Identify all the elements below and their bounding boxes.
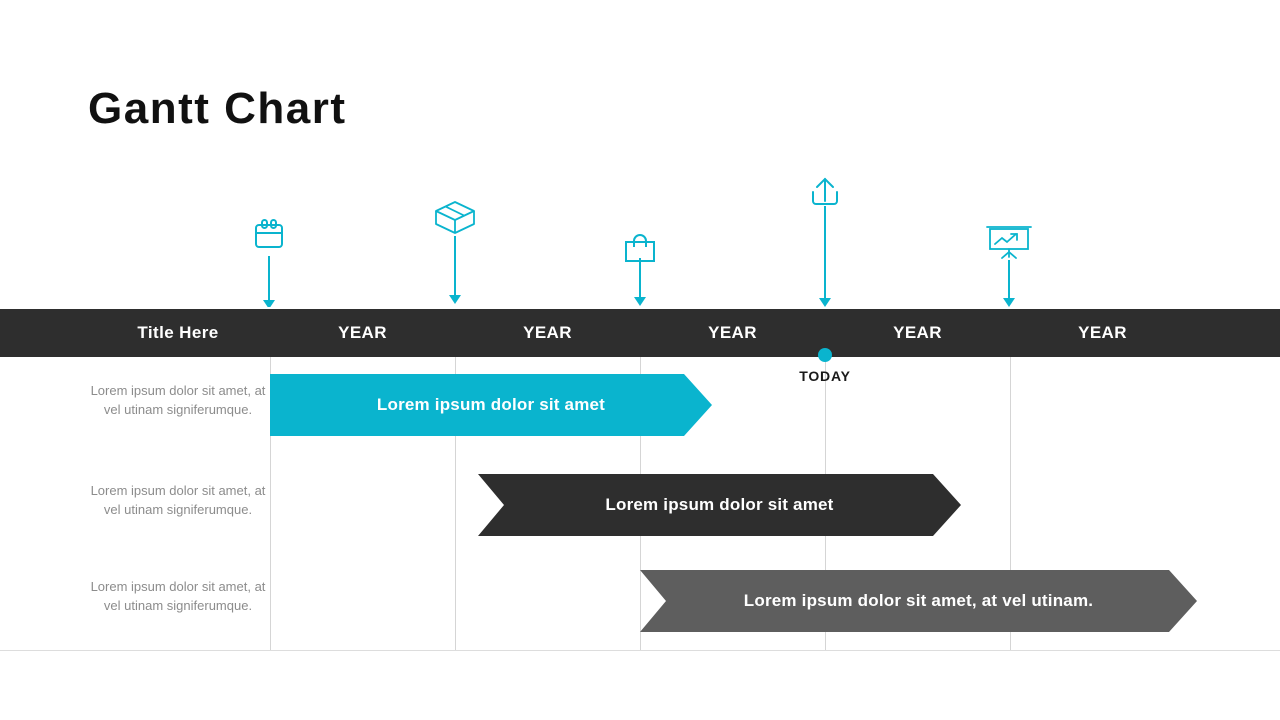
milestone-marker-2 [435, 196, 475, 309]
header-column-year-1[interactable]: YEAR [338, 323, 387, 342]
gridline-2 [455, 357, 456, 650]
header-top-accent-line [86, 307, 1195, 309]
milestone-stem-4 [824, 206, 826, 299]
milestone-arrowhead-3 [634, 297, 646, 306]
milestone-marker-5 [986, 220, 1032, 309]
header-column-year-3[interactable]: YEAR [708, 323, 757, 342]
timeline-header-band: Title Here YEAR YEAR YEAR YEAR YEAR [0, 309, 1280, 357]
milestone-stem-5 [1008, 260, 1010, 299]
milestone-marker-3 [625, 226, 655, 309]
presentation-chart-icon [983, 220, 1035, 264]
milestone-marker-4 [812, 170, 838, 309]
milestone-stem-1 [268, 256, 270, 301]
row-label-3: Lorem ipsum dolor sit amet, at vel utina… [90, 579, 266, 613]
task-bar-3-label: Lorem ipsum dolor sit amet, at vel utina… [743, 591, 1094, 610]
gridline-1 [270, 357, 271, 650]
milestone-arrowhead-5 [1003, 298, 1015, 307]
row-label-1: Lorem ipsum dolor sit amet, at vel utina… [90, 383, 266, 417]
task-bar-3[interactable]: Lorem ipsum dolor sit amet, at vel utina… [640, 570, 1197, 632]
milestone-marker-1 [255, 212, 283, 309]
gridline-5 [1010, 357, 1011, 650]
milestone-arrowhead-4 [819, 298, 831, 307]
task-bar-2[interactable]: Lorem ipsum dolor sit amet [478, 474, 961, 536]
milestone-arrowhead-2 [449, 295, 461, 304]
header-column-year-4[interactable]: YEAR [893, 323, 942, 342]
calendar-icon [243, 212, 295, 256]
header-column-year-5[interactable]: YEAR [1078, 323, 1127, 342]
task-bar-1[interactable]: Lorem ipsum dolor sit amet [270, 374, 712, 436]
milestone-stem-2 [454, 236, 456, 296]
milestone-stem-3 [639, 258, 641, 298]
today-label: TODAY [799, 368, 851, 384]
task-bar-1-label: Lorem ipsum dolor sit amet [376, 395, 606, 414]
grid-baseline [0, 650, 1280, 651]
header-column-year-2[interactable]: YEAR [523, 323, 572, 342]
page-title: Gantt Chart [88, 84, 347, 133]
row-label-2: Lorem ipsum dolor sit amet, at vel utina… [90, 483, 266, 517]
today-dot-icon [818, 348, 832, 362]
header-row-title: Title Here [137, 323, 219, 342]
task-bar-2-label: Lorem ipsum dolor sit amet [605, 495, 834, 514]
milestone-arrowhead-1 [263, 300, 275, 309]
upload-share-icon [799, 170, 851, 214]
package-box-icon [429, 196, 481, 240]
